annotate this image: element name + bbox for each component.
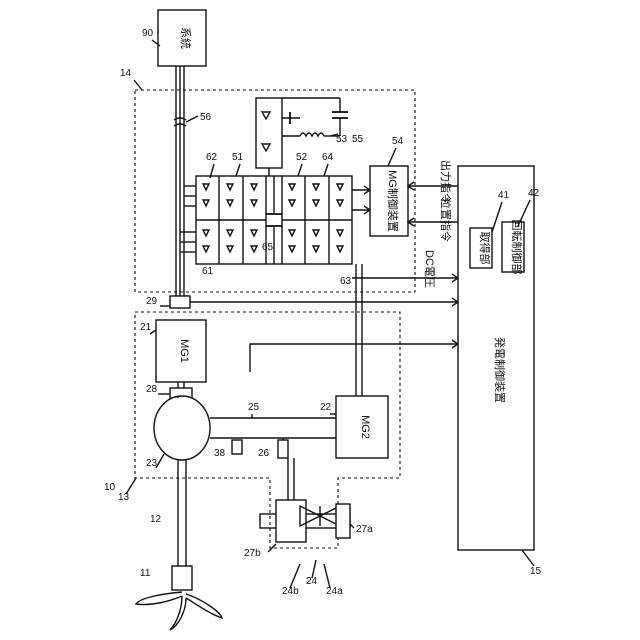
ref-22: 22 xyxy=(320,402,332,413)
ref-56: 56 xyxy=(200,112,212,123)
ref-11: 11 xyxy=(140,568,151,579)
inductor-53 xyxy=(300,133,324,136)
mg2-label: MG2 xyxy=(359,415,371,439)
ref-14: 14 xyxy=(120,68,132,79)
power-control-label: 発電制御装置 xyxy=(493,337,507,403)
bearing-26 xyxy=(278,440,288,458)
acquisition-label: 取得部 xyxy=(478,232,492,265)
ref-10: 10 xyxy=(104,482,116,493)
ref-54: 54 xyxy=(392,136,404,147)
mg-control-label: MG制御装置 xyxy=(386,170,400,232)
ref-15: 15 xyxy=(530,566,542,577)
ref-12: 12 xyxy=(150,514,162,525)
inverter-left xyxy=(196,176,266,264)
gearbox-23 xyxy=(154,396,210,460)
ref-53: 53 xyxy=(336,134,348,145)
sensor-38 xyxy=(232,440,242,454)
pitch-mechanism xyxy=(260,500,350,542)
ref-25: 25 xyxy=(248,402,260,413)
ref-65: 65 xyxy=(262,242,274,253)
ref-38: 38 xyxy=(214,448,226,459)
hub-11 xyxy=(172,566,192,590)
ref-62: 62 xyxy=(206,152,218,163)
mg1-label: MG1 xyxy=(178,339,190,363)
ref-52: 52 xyxy=(296,152,308,163)
ref-21: 21 xyxy=(140,322,152,333)
position-command-label: 位置指令 xyxy=(439,198,453,242)
dc-voltage-label: DC電圧 xyxy=(423,250,436,288)
ref-55: 55 xyxy=(352,134,364,145)
rotation-control-label: 回転制御部 xyxy=(510,220,524,275)
ref-41: 41 xyxy=(498,190,510,201)
inverter-right xyxy=(282,176,352,264)
ref-90: 90 xyxy=(142,28,154,39)
ref-42: 42 xyxy=(528,188,540,199)
ref-26: 26 xyxy=(258,448,270,459)
sensor-29 xyxy=(170,296,190,308)
ref-28: 28 xyxy=(146,384,158,395)
ref-27b: 27b xyxy=(244,548,261,559)
blade-icon xyxy=(136,592,222,630)
grid-system-label: 系統 xyxy=(179,27,193,49)
ref-24a: 24a xyxy=(326,586,343,597)
ref-51: 51 xyxy=(232,152,244,163)
ref-63: 63 xyxy=(340,276,352,287)
ref-29: 29 xyxy=(146,296,158,307)
ref-61: 61 xyxy=(202,266,214,277)
ref-13: 13 xyxy=(118,492,130,503)
ref-27a: 27a xyxy=(356,524,373,535)
ref-64: 64 xyxy=(322,152,334,163)
